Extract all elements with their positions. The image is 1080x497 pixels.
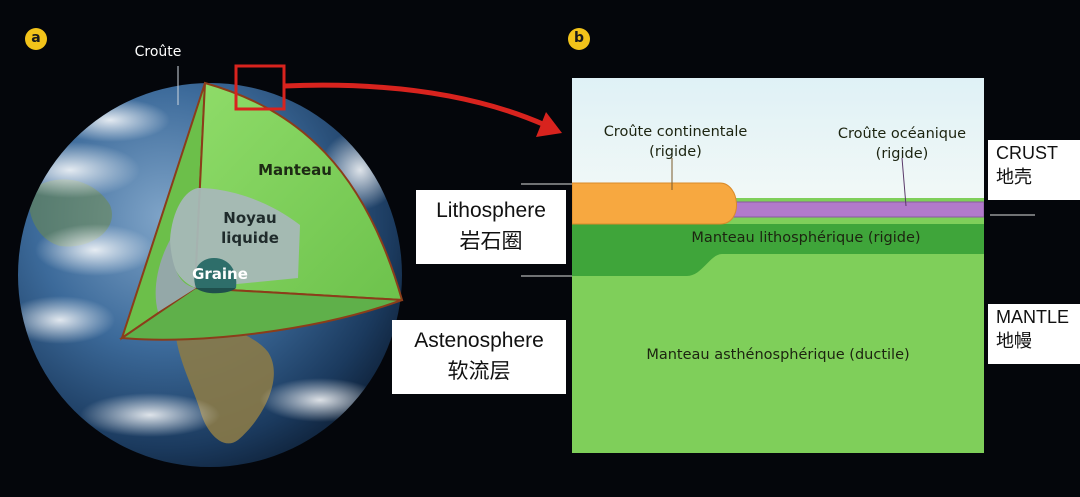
zoom-arrow [283, 82, 547, 128]
oceanic-crust-layer [731, 201, 984, 218]
inner-core-label: Graine [192, 265, 248, 283]
mantle-en: MANTLE [996, 307, 1070, 327]
crust-en: CRUST [996, 143, 1058, 163]
continental-crust-label-line1: Croûte continentale [603, 124, 748, 140]
liquid-core-label: Noyau liquide [210, 208, 290, 248]
oceanic-crust-label: Croûte océanique (rigide) [822, 124, 982, 164]
panel-a-badge: a [25, 28, 47, 50]
lithosphere-en: Lithosphere [436, 199, 546, 222]
zoom-arrowhead [536, 112, 562, 137]
lithospheric-mantle-label: Manteau lithosphérique (rigide) [691, 230, 921, 246]
lithospheric-mantle-layer [572, 224, 984, 276]
asthenosphere-annotation: Astenosphere 软流层 [392, 320, 566, 394]
cross-section-panel: Croûte continentale (rigide) Croûte océa… [572, 78, 984, 453]
lithosphere-zh: 岩石圈 [459, 229, 523, 253]
continental-crust-label: Croûte continentale (rigide) [588, 122, 763, 162]
crust-annotation: CRUST 地壳 [988, 140, 1080, 200]
liquid-core-label-line2: liquide [221, 229, 279, 247]
wedge-bottom-face [119, 286, 403, 341]
oceanic-pointer [901, 157, 907, 207]
continental-crust-layer [572, 182, 737, 225]
lithosphere-annotation: Lithosphere 岩石圈 [416, 190, 566, 264]
continental-crust-label-line2: (rigide) [649, 144, 702, 160]
asthenosphere-en: Astenosphere [414, 329, 544, 352]
inner-core [194, 258, 237, 288]
cross-section-layers [572, 78, 984, 453]
crust-zh: 地壳 [996, 167, 1032, 188]
panel-b-badge: b [568, 28, 590, 50]
mantle-annotation: MANTLE 地幔 [988, 304, 1080, 364]
oceanic-crust-label-line2: (rigide) [875, 146, 929, 162]
earth-wedge-cutaway [119, 66, 404, 341]
mantle-zh: 地幔 [996, 331, 1032, 352]
zoom-selection-box [234, 64, 286, 111]
liquid-core-label-line1: Noyau [223, 209, 277, 227]
mantle-label: Manteau [258, 161, 332, 179]
oceanic-crust-label-line1: Croûte océanique [837, 126, 967, 142]
asthenosphere-zh: 软流层 [447, 359, 511, 383]
asthenospheric-mantle-label: Manteau asthénosphérique (ductile) [646, 347, 910, 363]
crust-label: Croûte [134, 44, 182, 60]
